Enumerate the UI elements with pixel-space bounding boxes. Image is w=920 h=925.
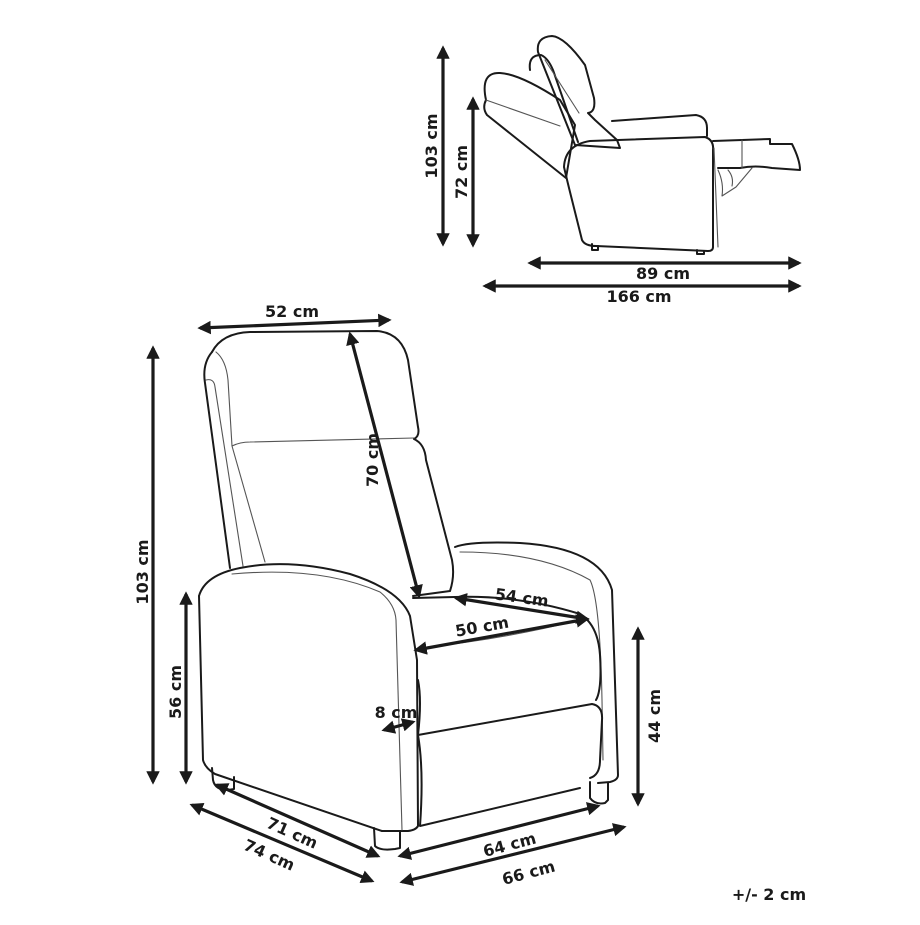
dimension-backrest-width: 52 cm xyxy=(197,302,392,335)
front-total-height-label: 103 cm xyxy=(133,539,152,604)
armrest-width-label: 8 cm xyxy=(375,703,418,722)
dimension-armrest-height: 56 cm xyxy=(166,591,193,785)
side-armrest-height-label: 72 cm xyxy=(452,145,471,199)
dimension-side-total-height: 103 cm xyxy=(422,45,450,247)
dimension-armrest-width: 8 cm xyxy=(375,703,418,734)
side-view-chair-drawing xyxy=(483,35,801,255)
dimension-seat-height: 44 cm xyxy=(631,626,664,807)
dimension-seat-depth: 54 cm xyxy=(453,584,590,624)
tolerance-note: +/- 2 cm xyxy=(732,885,806,904)
armrest-height-label: 56 cm xyxy=(166,665,185,719)
dimension-side-depth-reclined: 166 cm xyxy=(482,279,802,306)
dimension-inner-width: 64 cm xyxy=(397,802,601,861)
dimension-side-armrest-height: 72 cm xyxy=(452,96,480,248)
side-total-height-label: 103 cm xyxy=(422,113,441,178)
backrest-height-label: 70 cm xyxy=(363,433,382,487)
side-depth-upright-label: 89 cm xyxy=(636,264,690,283)
front-view-chair-drawing xyxy=(198,330,619,851)
side-depth-reclined-label: 166 cm xyxy=(606,287,671,306)
dimension-side-depth-upright: 89 cm xyxy=(527,256,802,283)
backrest-width-label: 52 cm xyxy=(265,302,319,321)
dimension-front-total-height: 103 cm xyxy=(133,345,160,785)
total-width-label: 66 cm xyxy=(500,857,557,889)
seat-height-label: 44 cm xyxy=(645,689,664,743)
dimension-seat-width: 50 cm xyxy=(413,613,590,655)
dimension-backrest-height: 70 cm xyxy=(346,331,423,599)
